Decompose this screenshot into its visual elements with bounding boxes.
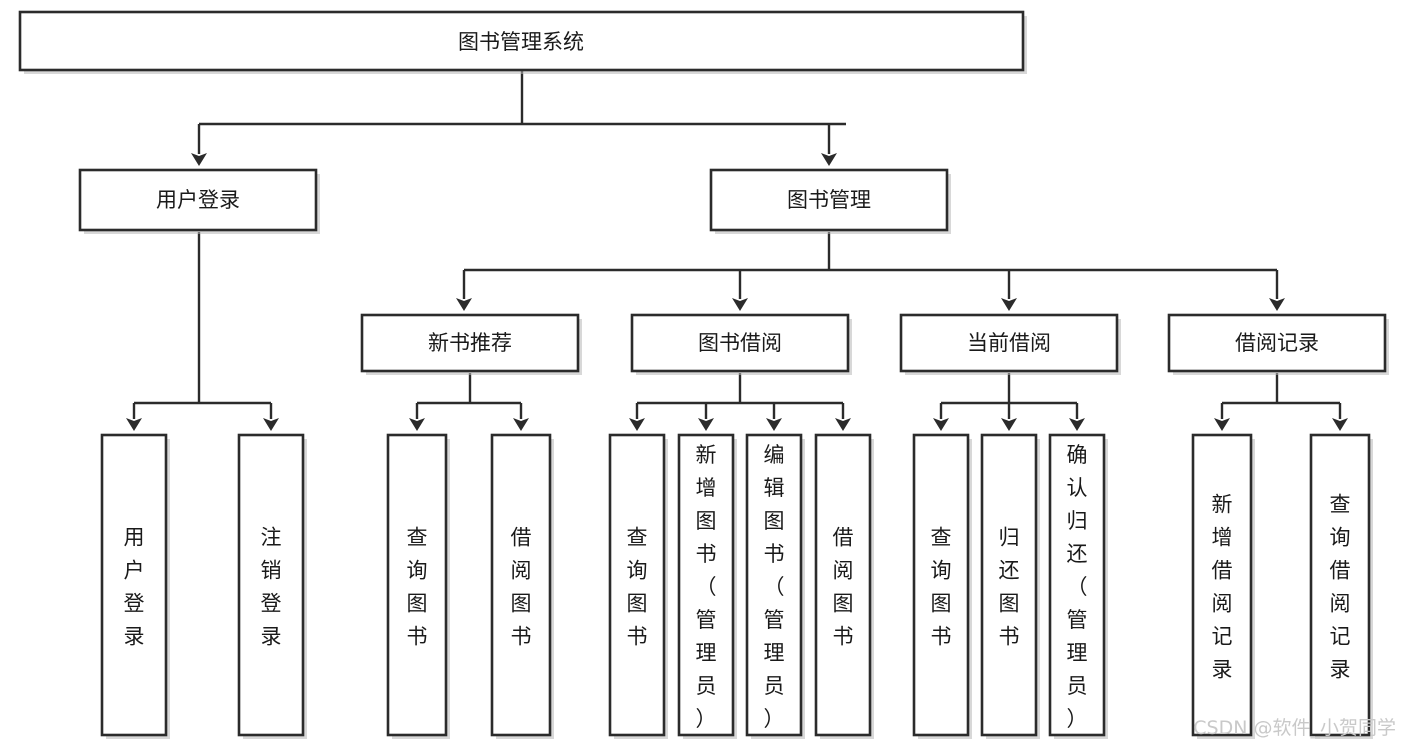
leaf-leaf-add-book-label: 新增图书（管理员） [696, 443, 717, 731]
leaf-leaf-return-book-label: 归还图书 [999, 526, 1020, 649]
connector-bookmgmt-to-level2 [456, 232, 1285, 311]
node-borrow-record[interactable]: 借阅记录 [1167, 313, 1389, 375]
leaf-leaf-return-book[interactable]: 归还图书 [980, 433, 1040, 739]
connector-record-to-leaves [1214, 373, 1348, 431]
leaf-node-layer: 用户登录 注销登录 查询图书 借阅图书 查询图书 新增图书（管理员） 编辑图书（管理员） 借阅… [100, 433, 1373, 739]
csdn-watermark: CSDN @软件_小贺同学 [1193, 717, 1396, 739]
leaf-leaf-query-book-1[interactable]: 查询图书 [386, 433, 450, 739]
leaf-leaf-user-login[interactable]: 用户登录 [100, 433, 170, 739]
connector-recommend-to-leaves [409, 373, 529, 431]
connector-borrow-to-leaves [629, 373, 851, 431]
leaf-leaf-borrow-book-2[interactable]: 借阅图书 [814, 433, 874, 739]
node-user-login-label: 用户登录 [156, 188, 240, 212]
leaf-leaf-user-login-label: 用户登录 [124, 526, 145, 649]
connector-root-to-level1 [191, 70, 846, 166]
node-root-label: 图书管理系统 [458, 30, 584, 54]
leaf-leaf-edit-book[interactable]: 编辑图书（管理员） [745, 433, 805, 739]
node-new-book-recommend-label: 新书推荐 [428, 331, 512, 355]
node-current-borrow-label: 当前借阅 [967, 331, 1051, 355]
leaf-leaf-logout-label: 注销登录 [261, 526, 282, 649]
connector-layer [126, 70, 1348, 431]
leaf-leaf-edit-book-label: 编辑图书（管理员） [764, 443, 785, 731]
leaf-leaf-query-record[interactable]: 查询借阅记录 [1309, 433, 1373, 739]
leaf-leaf-borrow-book-2-label: 借阅图书 [833, 526, 854, 649]
leaf-leaf-borrow-book-1[interactable]: 借阅图书 [490, 433, 554, 739]
node-book-management[interactable]: 图书管理 [709, 168, 951, 234]
leaf-leaf-query-book-2[interactable]: 查询图书 [608, 433, 668, 739]
node-user-login[interactable]: 用户登录 [78, 168, 320, 234]
node-root[interactable]: 图书管理系统 [18, 10, 1027, 74]
leaf-leaf-query-record-label: 查询借阅记录 [1330, 493, 1351, 682]
node-book-borrow-label: 图书借阅 [698, 331, 782, 355]
node-book-borrow[interactable]: 图书借阅 [630, 313, 852, 375]
leaf-leaf-query-book-3-label: 查询图书 [931, 526, 952, 649]
node-new-book-recommend[interactable]: 新书推荐 [360, 313, 582, 375]
node-borrow-record-label: 借阅记录 [1235, 331, 1319, 355]
leaf-leaf-query-book-2-label: 查询图书 [627, 526, 648, 649]
leaf-leaf-add-book[interactable]: 新增图书（管理员） [677, 433, 737, 739]
leaf-leaf-confirm-return[interactable]: 确认归还（管理员） [1048, 433, 1108, 739]
node-book-management-label: 图书管理 [787, 188, 871, 212]
leaf-leaf-logout[interactable]: 注销登录 [237, 433, 307, 739]
leaf-leaf-add-record-label: 新增借阅记录 [1212, 493, 1233, 682]
leaf-leaf-borrow-book-1-label: 借阅图书 [511, 526, 532, 649]
leaf-leaf-add-record[interactable]: 新增借阅记录 [1191, 433, 1255, 739]
connector-current-to-leaves [933, 373, 1085, 431]
leaf-leaf-confirm-return-label: 确认归还（管理员） [1067, 443, 1088, 731]
connector-userlogin-to-leaves [126, 232, 279, 431]
leaf-leaf-query-book-3[interactable]: 查询图书 [912, 433, 972, 739]
node-current-borrow[interactable]: 当前借阅 [899, 313, 1121, 375]
leaf-leaf-query-book-1-label: 查询图书 [407, 526, 428, 649]
